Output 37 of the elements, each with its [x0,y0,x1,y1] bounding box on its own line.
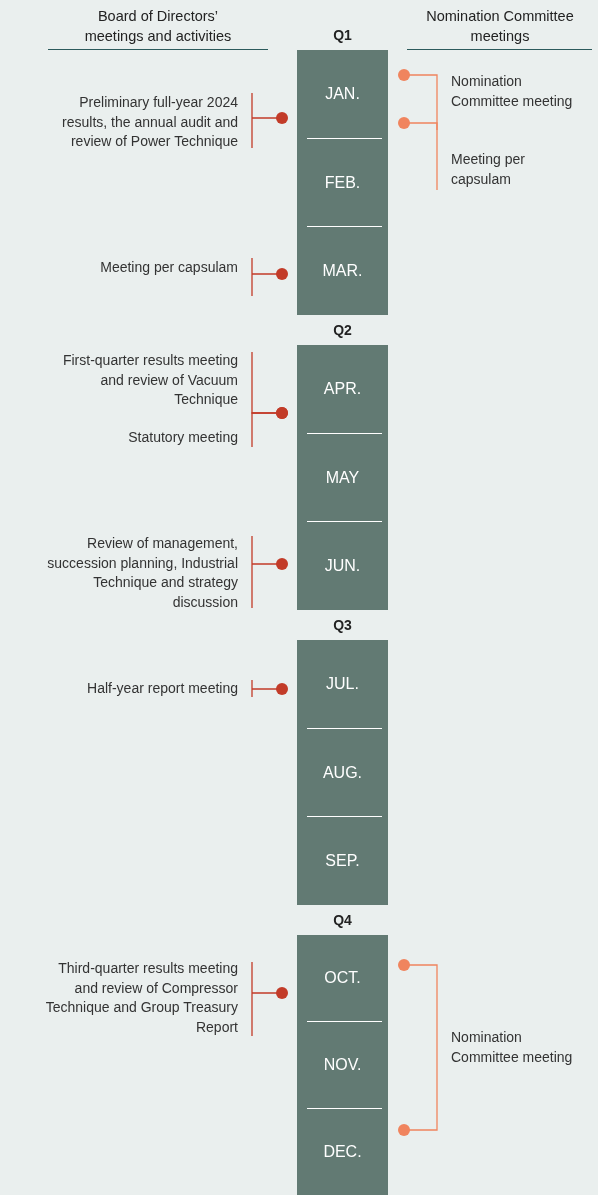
bracket-connector [251,961,288,1037]
bracket-connector [398,117,438,191]
month-name: OCT. [324,969,361,987]
quarter-label: Q1 [333,27,352,43]
meeting-note: Statutory meeting [128,429,238,445]
quarter-label: Q3 [333,617,352,633]
month-name: FEB. [324,173,361,192]
month-name: APR. [323,379,362,398]
meeting-note: Half-year report meeting [87,680,238,696]
month-name: NOV. [323,1056,362,1074]
bracket-connector [251,407,288,448]
month-name: JAN. [325,84,360,103]
meeting-note: Nomination Committee meeting [451,1029,573,1065]
month-name: SEP. [325,852,360,871]
month-name: DEC. [323,1143,362,1161]
column-heading: Nomination Committee meetings [425,7,575,46]
month-name: JUL. [326,674,359,693]
bracket-connector [251,92,288,149]
meeting-note: Meeting per capsulam [451,151,525,187]
meeting-note: Meeting per capsulam [100,259,238,275]
column-heading: Board of Directors’ meetings and activities [83,7,233,46]
bracket-connector [398,959,438,1049]
month-name: AUG. [322,763,363,782]
bracket-connector [398,1047,438,1136]
bracket-connector [251,535,288,609]
meeting-note: Preliminary full-year 2024 results, the annual audit and review of Power Technique [62,94,238,149]
quarter-label: Q4 [333,912,352,928]
meeting-note: Review of management, succession planning, Industrial Technique and strategy discussion [47,535,238,610]
month-name: JUN. [324,557,361,576]
bracket-connector [251,257,288,297]
month-name: MAR. [322,262,363,281]
bracket-connector [251,679,288,698]
meeting-note: Nomination Committee meeting [451,73,573,109]
meeting-note: First-quarter results meeting and review of Vacuum Technique [62,352,238,407]
quarter-label: Q2 [333,322,352,338]
meeting-note: Third-quarter results meeting and review of Compressor Technique and Group Treasury Report [45,960,238,1035]
month-name: MAY [325,468,360,487]
